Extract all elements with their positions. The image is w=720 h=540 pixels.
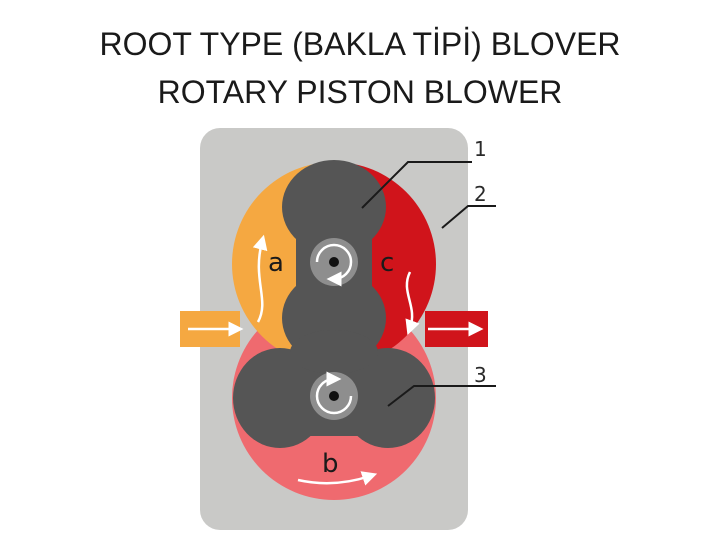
chamber-label-a: a [268,248,284,278]
title-line-1: ROOT TYPE (BAKLA TİPİ) BLOVER [99,26,621,62]
chamber-label-c: c [380,248,394,278]
leader-lines [361,161,496,407]
callout-2: 2 [474,182,487,206]
callout-3: 3 [474,363,487,387]
outlet-chamber-flow-arrow [405,271,420,336]
top-rotor-hub [310,238,358,287]
bottom-flow-arrow [297,471,378,486]
title-line-2: ROTARY PISTON BLOWER [157,74,563,110]
inlet-chamber-flow-arrow [252,234,268,323]
callout-1: 1 [474,137,487,161]
bottom-rotor-hub [310,371,358,420]
flow-arrows [188,234,484,486]
chamber-label-b: b [322,449,339,479]
